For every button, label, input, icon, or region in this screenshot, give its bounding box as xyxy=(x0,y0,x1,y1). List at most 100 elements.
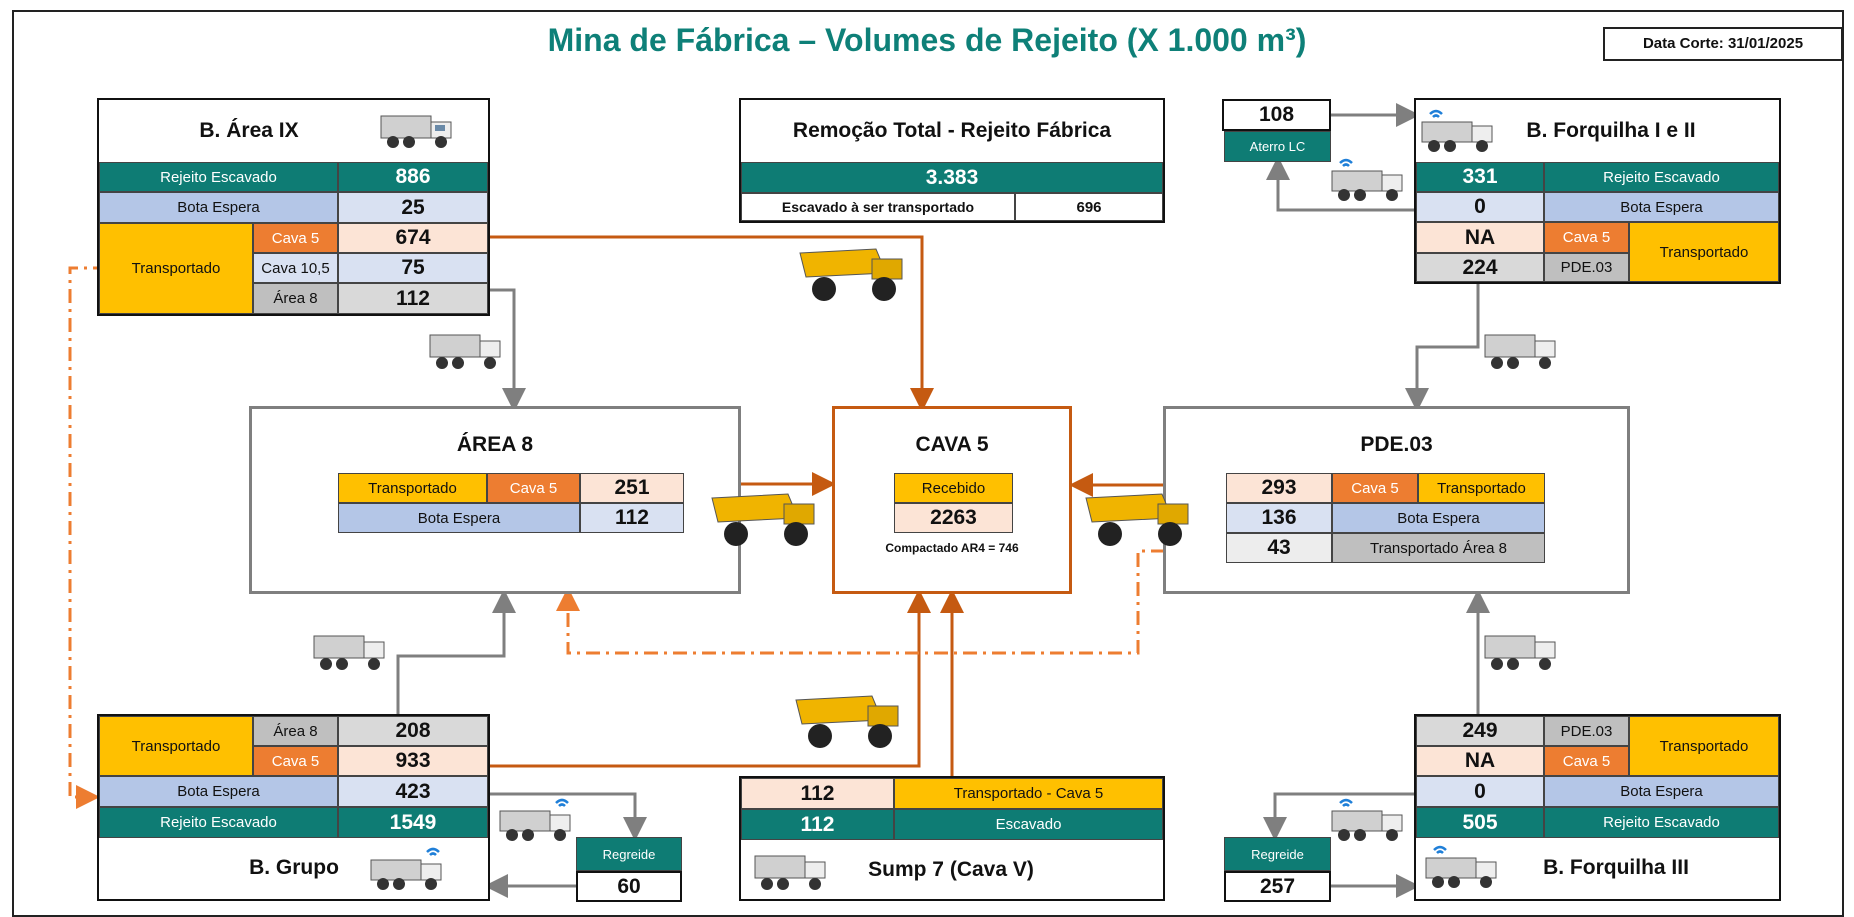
area-ix-row-dest: Cava 5 xyxy=(253,223,338,253)
forquilha3-transportado-label: Transportado xyxy=(1629,716,1779,776)
dump-truck-icon xyxy=(1331,798,1403,841)
forquilha12-rejeito-label: Rejeito Escavado xyxy=(1544,162,1779,192)
grupo-regreide-box: 60 xyxy=(576,871,682,902)
cava5-compactado-note: Compactado AR4 = 746 xyxy=(885,541,1019,555)
remocao-title: Remoção Total - Rejeito Fábrica xyxy=(792,119,1112,142)
area-ix-title: B. Área IX xyxy=(199,119,299,142)
forquilha3-bota-value: 0 xyxy=(1416,776,1544,807)
forquilha12-panel: B. Forquilha I e II 331 Rejeito Escavado… xyxy=(1414,98,1781,284)
dump-truck-icon xyxy=(1421,109,1493,152)
pde03-panel: PDE.03 293 Cava 5 Transportado 136 Bota … xyxy=(1163,406,1630,594)
forquilha12-row-dest: Cava 5 xyxy=(1544,222,1629,253)
area-ix-panel: B. Área IX Rejeito Escavado 886 Bota Esp… xyxy=(97,98,490,316)
sump7-escavado-label: Escavado xyxy=(894,809,1163,840)
data-corte-label: Data Corte: 31/01/2025 xyxy=(1603,27,1843,61)
forquilha3-row-value: NA xyxy=(1416,746,1544,776)
area-ix-transportado-label: Transportado xyxy=(99,223,253,314)
grupo-panel: Transportado Área 8 208 Cava 5 933 Bota … xyxy=(97,714,490,901)
forquilha3-row-dest: Cava 5 xyxy=(1544,746,1629,776)
area8-value: 251 xyxy=(580,473,684,503)
pde03-transp-area8-label: Transportado Área 8 xyxy=(1332,533,1545,563)
pde03-value-3: 43 xyxy=(1226,533,1332,563)
grupo-row-value: 933 xyxy=(338,746,488,776)
dump-truck-icon xyxy=(499,798,571,841)
forquilha12-bota-label: Bota Espera xyxy=(1544,192,1779,222)
pde03-dest-1: Cava 5 xyxy=(1332,473,1418,503)
pde03-title: PDE.03 xyxy=(1360,433,1433,456)
sump7-title: Sump 7 (Cava V) xyxy=(868,857,1034,881)
forquilha12-rejeito-value: 331 xyxy=(1416,162,1544,192)
forquilha12-transportado-label: Transportado xyxy=(1629,222,1779,282)
area-ix-row-dest: Cava 10,5 xyxy=(253,253,338,283)
haul-truck-icon xyxy=(1085,493,1189,546)
dump-truck-icon xyxy=(370,847,442,890)
forquilha3-bota-label: Bota Espera xyxy=(1544,776,1779,807)
area-ix-rejeito-value: 886 xyxy=(338,162,488,192)
forquilha3-rejeito-label: Rejeito Escavado xyxy=(1544,807,1779,838)
dump-truck-icon xyxy=(1331,158,1403,201)
forquilha3-title: B. Forquilha III xyxy=(1543,856,1689,879)
sump7-transp-label: Transportado - Cava 5 xyxy=(894,778,1163,809)
grupo-bota-label: Bota Espera xyxy=(99,776,338,807)
remocao-total-panel: Remoção Total - Rejeito Fábrica 3.383 Es… xyxy=(739,98,1165,223)
grupo-transportado-label: Transportado xyxy=(99,716,253,776)
grupo-title: B. Grupo xyxy=(249,856,339,879)
cava5-title: CAVA 5 xyxy=(915,433,989,456)
pde03-value-2: 136 xyxy=(1226,503,1332,533)
remocao-escavado-value: 696 xyxy=(1015,193,1163,221)
area8-bota-label: Bota Espera xyxy=(338,503,580,533)
dump-truck-icon xyxy=(429,334,501,369)
grupo-row-value: 208 xyxy=(338,716,488,746)
diagram-frame xyxy=(12,10,1844,917)
grupo-rejeito-value: 1549 xyxy=(338,807,488,838)
aterro-lc-label: Aterro LC xyxy=(1224,131,1331,162)
aterro-lc-value: 108 xyxy=(1224,101,1329,129)
cava5-recebido-value: 2263 xyxy=(894,503,1013,533)
pde03-value-1: 293 xyxy=(1226,473,1332,503)
forquilha12-row-value: 224 xyxy=(1416,253,1544,282)
pde03-transportado-label: Transportado xyxy=(1418,473,1545,503)
haul-truck-icon xyxy=(711,493,815,546)
grupo-regreide-value: 60 xyxy=(578,873,680,900)
remocao-total-value: 3.383 xyxy=(741,162,1163,193)
forquilha3-rejeito-value: 505 xyxy=(1416,807,1544,838)
sump7-transp-value: 112 xyxy=(741,778,894,809)
forquilha3-regreide-value: 257 xyxy=(1226,873,1329,900)
haul-truck-icon xyxy=(799,248,903,301)
aterro-lc-value-box: 108 xyxy=(1222,99,1331,131)
area-ix-row-dest: Área 8 xyxy=(253,283,338,314)
area-ix-rejeito-label: Rejeito Escavado xyxy=(99,162,338,192)
area-ix-row-value: 75 xyxy=(338,253,488,283)
area-ix-row-value: 674 xyxy=(338,223,488,253)
forquilha12-row-value: NA xyxy=(1416,222,1544,253)
forquilha3-panel: 249 PDE.03 NA Cava 5 Transportado 0 Bota… xyxy=(1414,714,1781,901)
area-ix-bota-value: 25 xyxy=(338,192,488,223)
dump-truck-icon xyxy=(380,115,452,148)
area-ix-bota-label: Bota Espera xyxy=(99,192,338,223)
forquilha3-row-dest: PDE.03 xyxy=(1544,716,1629,746)
grupo-bota-value: 423 xyxy=(338,776,488,807)
haul-truck-icon xyxy=(795,695,899,748)
area8-transportado-label: Transportado xyxy=(338,473,487,503)
sump7-escavado-value: 112 xyxy=(741,809,894,840)
grupo-row-dest: Área 8 xyxy=(253,716,338,746)
forquilha3-row-value: 249 xyxy=(1416,716,1544,746)
dump-truck-icon xyxy=(1484,635,1556,670)
dump-truck-icon xyxy=(1484,334,1556,369)
grupo-regreide-label: Regreide xyxy=(576,837,682,871)
grupo-row-dest: Cava 5 xyxy=(253,746,338,776)
grupo-rejeito-label: Rejeito Escavado xyxy=(99,807,338,838)
remocao-escavado-label: Escavado à ser transportado xyxy=(741,193,1015,221)
cava5-panel: CAVA 5 Recebido 2263 Compactado AR4 = 74… xyxy=(832,406,1072,594)
area8-title: ÁREA 8 xyxy=(456,433,534,456)
sump7-panel: 112 Transportado - Cava 5 112 Escavado S… xyxy=(739,776,1165,901)
forquilha12-bota-value: 0 xyxy=(1416,192,1544,222)
area-ix-row-value: 112 xyxy=(338,283,488,314)
cava5-recebido-label: Recebido xyxy=(894,473,1013,503)
dump-truck-icon xyxy=(313,635,385,670)
page-title: Mina de Fábrica – Volumes de Rejeito (X … xyxy=(547,22,1307,58)
forquilha3-regreide-box: 257 xyxy=(1224,871,1331,902)
area8-dest: Cava 5 xyxy=(487,473,580,503)
pde03-bota-label: Bota Espera xyxy=(1332,503,1545,533)
forquilha12-title: B. Forquilha I e II xyxy=(1526,119,1696,142)
